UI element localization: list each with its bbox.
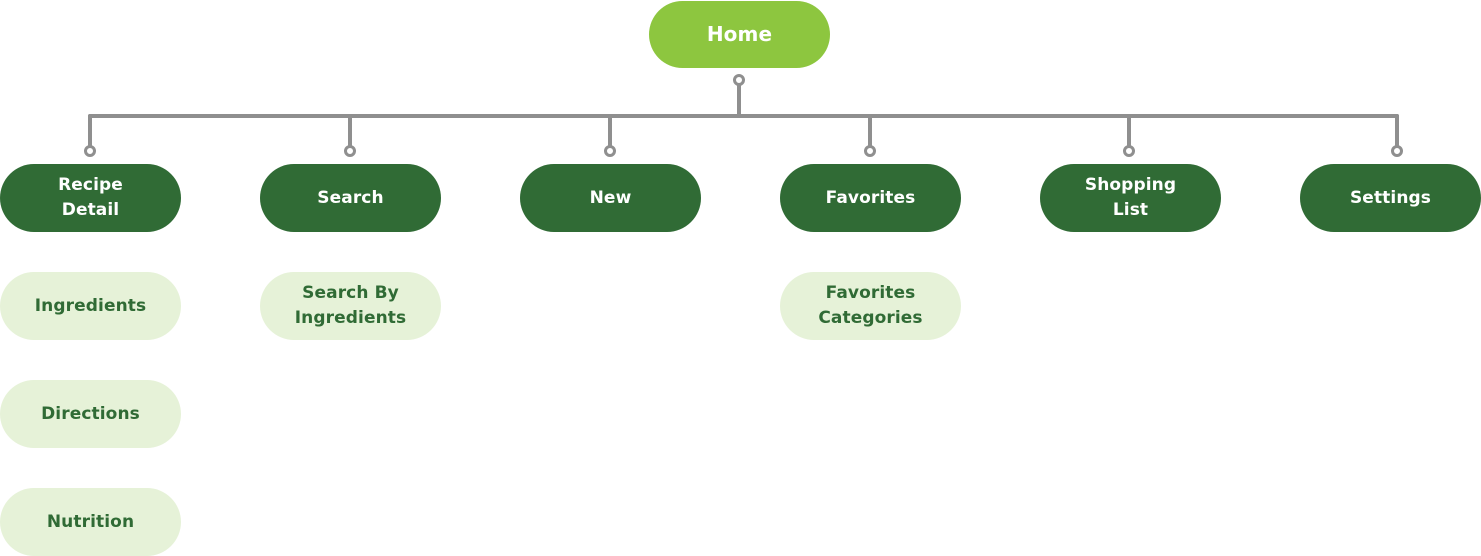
- connector-dot-new: [604, 145, 616, 157]
- node-search-by-ingredients[interactable]: Search By Ingredients: [260, 272, 441, 340]
- connector-dot-favorites: [864, 145, 876, 157]
- node-nutrition[interactable]: Nutrition: [0, 488, 181, 556]
- node-directions[interactable]: Directions: [0, 380, 181, 448]
- node-ingredients[interactable]: Ingredients: [0, 272, 181, 340]
- node-recipe-detail[interactable]: Recipe Detail: [0, 164, 181, 232]
- node-settings[interactable]: Settings: [1300, 164, 1481, 232]
- node-shopping-list[interactable]: Shopping List: [1040, 164, 1221, 232]
- node-favorites-categories[interactable]: Favorites Categories: [780, 272, 961, 340]
- connector-dot-settings: [1391, 145, 1403, 157]
- connector-dot-root: [733, 74, 745, 86]
- node-favorites[interactable]: Favorites: [780, 164, 961, 232]
- connector-dot-shopping-list: [1123, 145, 1135, 157]
- node-new[interactable]: New: [520, 164, 701, 232]
- connector-dot-recipe-detail: [84, 145, 96, 157]
- node-home[interactable]: Home: [649, 1, 830, 68]
- connector-dot-search: [344, 145, 356, 157]
- node-search[interactable]: Search: [260, 164, 441, 232]
